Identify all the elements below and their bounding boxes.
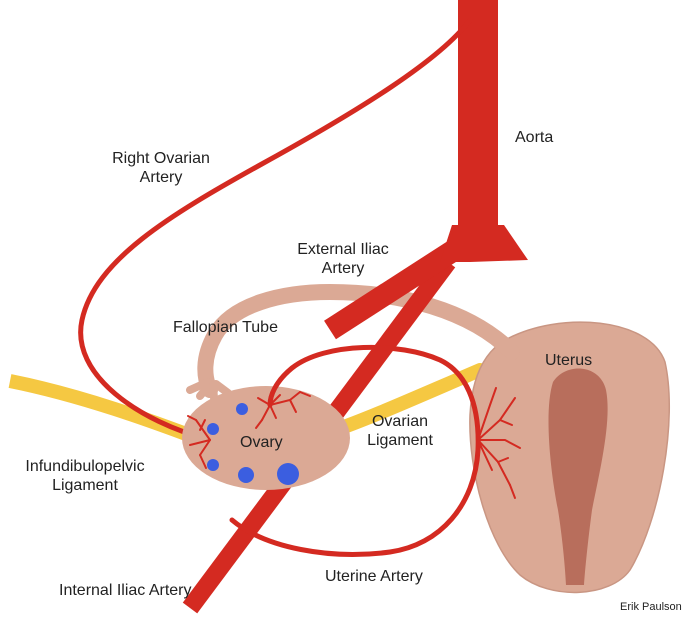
label-right-ovarian-artery-line1: Right Ovarian: [96, 149, 226, 168]
follicle: [236, 403, 248, 415]
label-infundibulopelvic-ligament: Infundibulopelvic Ligament: [10, 457, 160, 495]
right-ovarian-artery: [81, 20, 470, 440]
label-uterus: Uterus: [545, 351, 592, 370]
follicle: [207, 459, 219, 471]
follicle: [277, 463, 299, 485]
aortic-bifurcation: [440, 225, 528, 262]
label-external-iliac-line1: External Iliac: [278, 240, 408, 259]
aorta: [458, 0, 498, 238]
label-right-ovarian-artery: Right Ovarian Artery: [96, 149, 226, 187]
label-fallopian-tube: Fallopian Tube: [173, 318, 278, 337]
label-uterine-artery: Uterine Artery: [325, 567, 423, 586]
label-external-iliac-line2: Artery: [278, 259, 408, 278]
label-ovary: Ovary: [240, 433, 283, 452]
label-right-ovarian-artery-line2: Artery: [96, 168, 226, 187]
author-credit: Erik Paulson: [620, 598, 682, 617]
label-infundibulopelvic-line1: Infundibulopelvic: [10, 457, 160, 476]
label-internal-iliac-artery: Internal Iliac Artery: [59, 581, 192, 600]
label-ovarian-ligament-line2: Ligament: [350, 431, 450, 450]
label-ovarian-ligament-line1: Ovarian: [350, 412, 450, 431]
follicle: [238, 467, 254, 483]
follicle: [207, 423, 219, 435]
label-infundibulopelvic-line2: Ligament: [10, 476, 160, 495]
label-external-iliac-artery: External Iliac Artery: [278, 240, 408, 278]
label-ovarian-ligament: Ovarian Ligament: [350, 412, 450, 450]
label-aorta: Aorta: [515, 128, 553, 147]
